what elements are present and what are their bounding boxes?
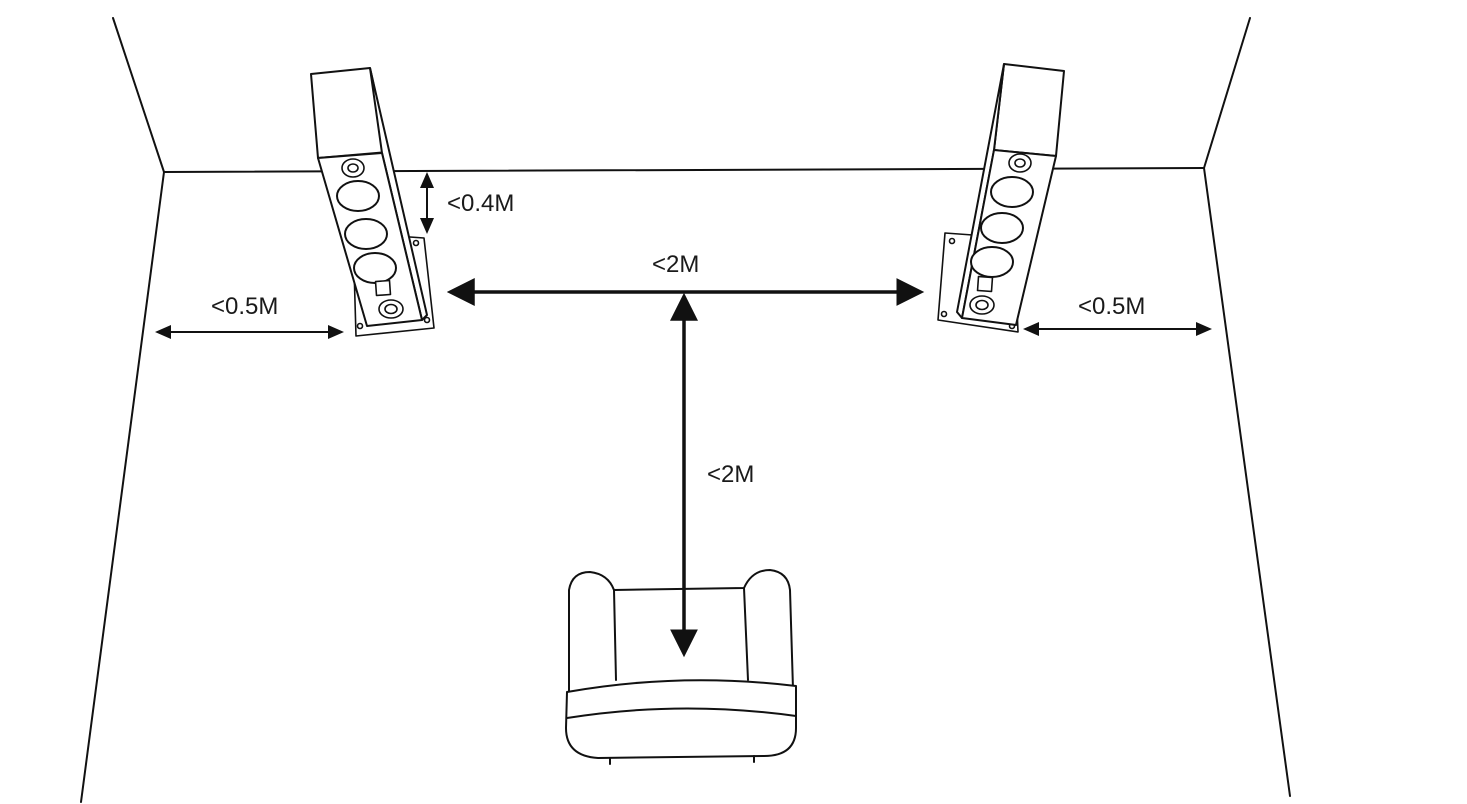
right-speaker-top (993, 63, 1065, 157)
armchair-inner-lines (613, 587, 749, 681)
armchair-seat (565, 679, 797, 759)
armchair-seat-edge (566, 707, 797, 719)
right-tweeter-dome (1014, 158, 1026, 168)
left-speaker-foot-screw (412, 239, 420, 247)
left-speaker-badge-icon (374, 279, 392, 297)
right-speaker (937, 63, 1065, 333)
left-speaker (310, 67, 435, 337)
back-wall-gap-label: <0.4M (447, 190, 514, 217)
left-speaker-foot-screw (423, 316, 431, 324)
left-wall-gap-label: <0.5M (211, 293, 278, 320)
armchair (565, 569, 797, 765)
right-woofer-icon (990, 176, 1034, 208)
left-speaker-foot-screw (356, 322, 364, 330)
right-port-inner (975, 299, 989, 311)
right-speaker-badge-icon (976, 275, 994, 293)
left-woofer-icon (353, 252, 397, 284)
right-wall-gap-label: <0.5M (1078, 293, 1145, 320)
right-ceiling-corner-line (1203, 17, 1251, 169)
left-tweeter-dome (347, 163, 359, 173)
left-port-inner (384, 303, 398, 315)
right-woofer-icon (970, 246, 1014, 278)
right-speaker-foot-screw (940, 310, 948, 318)
left-ceiling-corner-line (112, 17, 165, 173)
speaker-spacing-label: <2M (652, 251, 699, 278)
armchair-feet (609, 755, 755, 765)
right-woofer-icon (980, 212, 1024, 244)
left-wall-floor-line (80, 171, 165, 803)
right-wall-floor-line (1203, 167, 1291, 797)
listening-distance-label: <2M (707, 461, 754, 488)
left-woofer-icon (336, 180, 380, 212)
right-speaker-foot-screw (948, 237, 956, 245)
left-woofer-icon (344, 218, 388, 250)
